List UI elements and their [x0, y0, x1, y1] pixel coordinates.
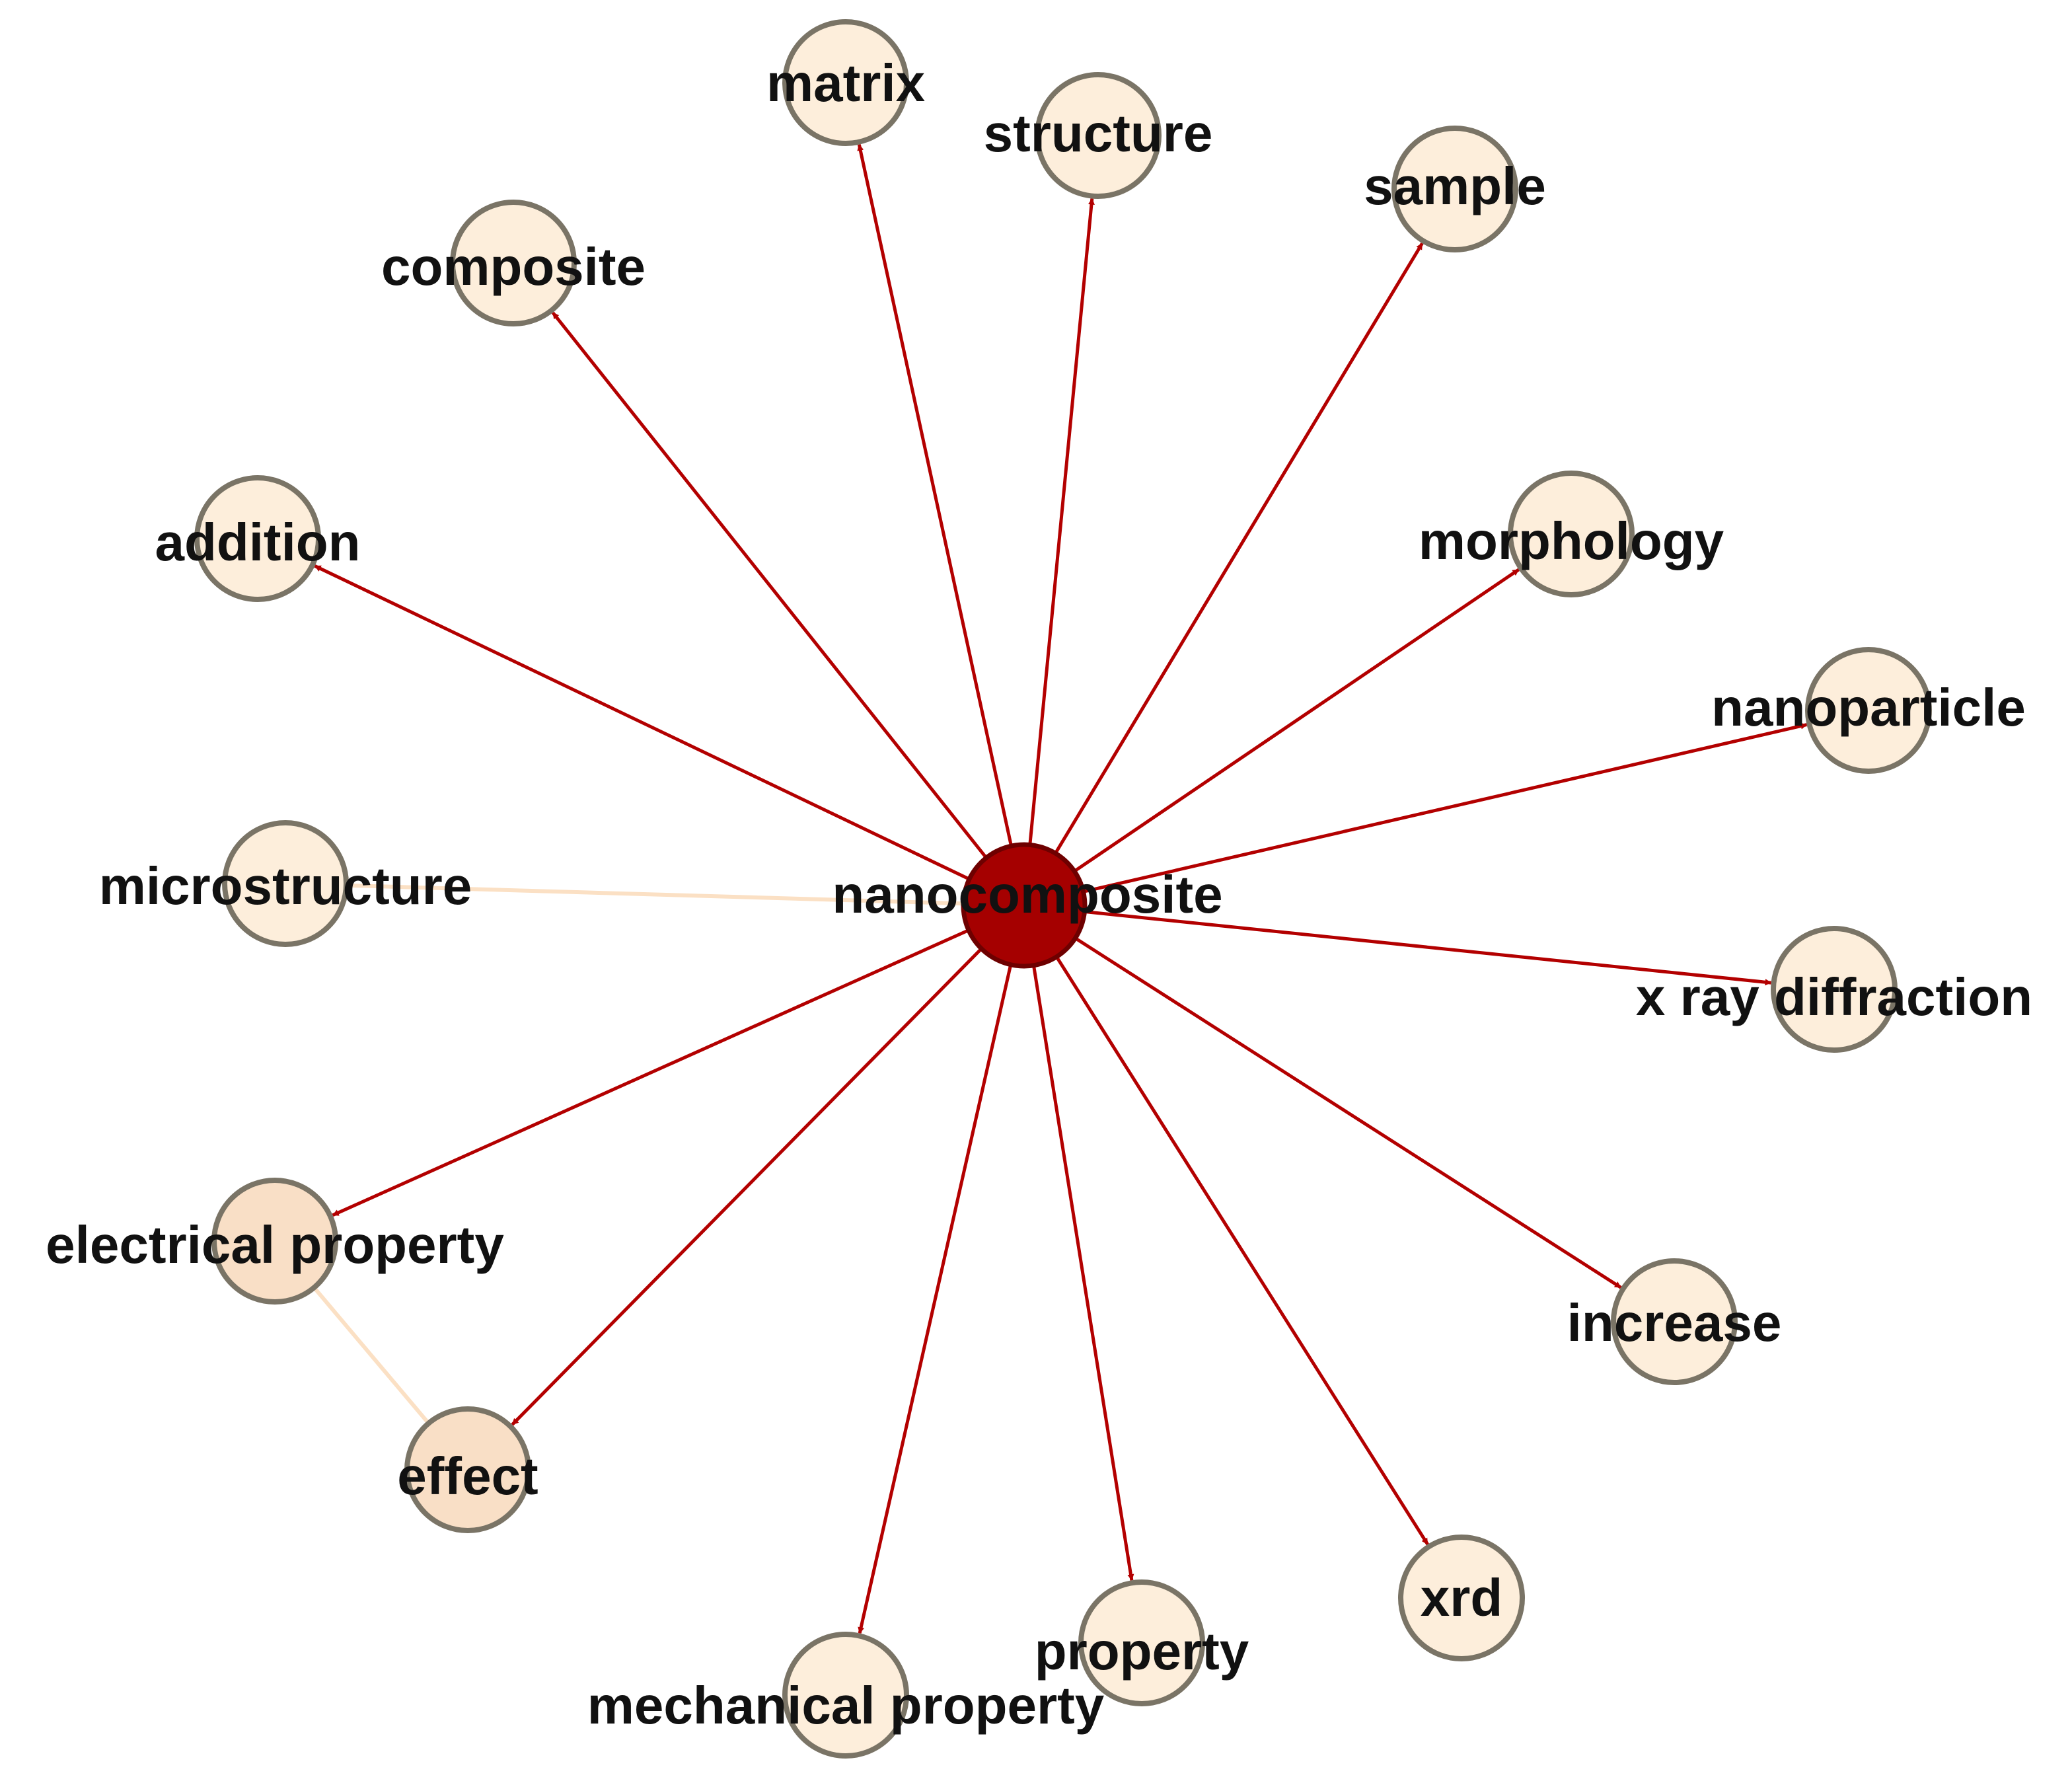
edge-nanocomposite-to-matrix [857, 143, 1013, 847]
edge-nanocomposite-to-increase [1074, 936, 1622, 1289]
node-label-nanocomposite: nanocomposite [832, 865, 1222, 924]
node-label-effect: effect [397, 1447, 538, 1505]
node-addition[interactable] [194, 475, 321, 602]
node-matrix[interactable] [782, 19, 909, 146]
edge-nanocomposite-to-property [1032, 965, 1134, 1581]
node-label-xrd: xrd [1421, 1568, 1503, 1627]
edges-layer [314, 143, 1808, 1634]
edge-nanocomposite-to-nanoparticle [1083, 722, 1808, 893]
node-structure[interactable] [1035, 72, 1162, 199]
node-sample[interactable] [1391, 126, 1518, 252]
node-label-x-ray-diffraction: x ray diffraction [1636, 967, 2032, 1026]
node-increase[interactable] [1611, 1258, 1738, 1385]
node-nanoparticle[interactable] [1805, 647, 1932, 774]
node-label-increase: increase [1567, 1293, 1782, 1352]
edge-nanocomposite-to-mechanical-property [858, 964, 1013, 1634]
node-label-sample: sample [1364, 157, 1546, 215]
node-microstructure[interactable] [222, 820, 349, 947]
node-label-composite: composite [381, 237, 646, 296]
edge-nanocomposite-to-structure [1028, 198, 1095, 845]
node-electrical-property[interactable] [211, 1178, 338, 1305]
edge-nanocomposite-to-effect [511, 947, 983, 1426]
node-label-nanoparticle: nanoparticle [1711, 678, 2026, 737]
node-effect[interactable] [404, 1406, 531, 1533]
edge-nanocomposite-to-microstructure [348, 883, 964, 906]
edge-nanocomposite-to-sample [1054, 242, 1424, 854]
nodes-layer [194, 19, 1932, 1759]
edge-nanocomposite-to-electrical-property [332, 929, 970, 1217]
labels-layer: matrix structure sample composite morphology… [46, 54, 2032, 1735]
node-composite[interactable] [450, 200, 577, 326]
node-label-structure: structure [984, 104, 1213, 163]
node-property[interactable] [1078, 1579, 1205, 1706]
node-label-mechanical-property: mechanical property [587, 1676, 1105, 1735]
node-xrd[interactable] [1398, 1535, 1525, 1661]
node-nanocomposite[interactable] [961, 842, 1088, 969]
node-label-property: property [1035, 1622, 1249, 1681]
edge-nanocomposite-to-xrd [1055, 956, 1429, 1546]
edge-nanocomposite-to-composite [551, 311, 988, 859]
node-label-morphology: morphology [1419, 512, 1724, 570]
edge-nanocomposite-to-x-ray-diffraction [1084, 909, 1772, 986]
node-mechanical-property[interactable] [782, 1632, 909, 1759]
edge-nanocomposite-to-morphology [1073, 568, 1520, 873]
node-label-microstructure: microstructure [99, 856, 472, 915]
node-label-addition: addition [155, 513, 360, 572]
edge-effect-to-electrical-property [314, 1288, 430, 1425]
edge-nanocomposite-to-addition [314, 564, 971, 881]
node-label-matrix: matrix [766, 54, 925, 112]
node-x-ray-diffraction[interactable] [1771, 926, 1898, 1053]
node-morphology[interactable] [1508, 471, 1635, 597]
node-label-electrical-property: electrical property [46, 1215, 504, 1274]
